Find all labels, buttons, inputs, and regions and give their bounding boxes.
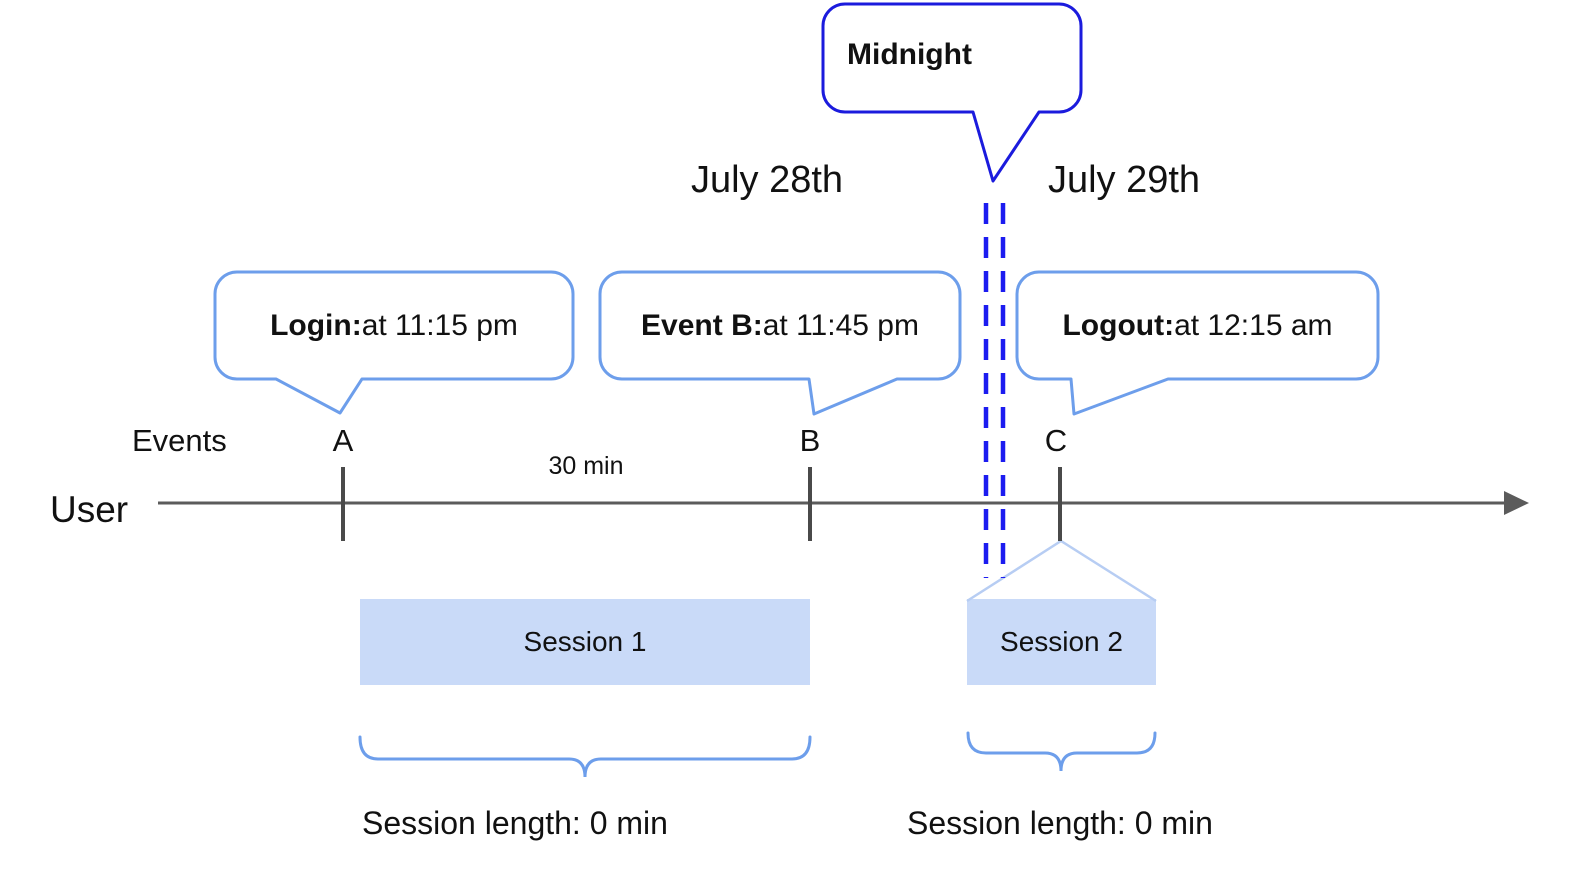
date-july-28-label: July 28th: [690, 159, 844, 201]
eventb-callout-bubble: [598, 270, 962, 416]
event-marker-c: C: [1044, 423, 1068, 458]
logout-callout-label: Logout: at 12:15 am: [1017, 272, 1378, 379]
logout-callout-label-rest: at 12:15 am: [1174, 308, 1333, 342]
user-label: User: [50, 489, 129, 530]
logout-callout-label-bold: Logout:: [1062, 308, 1175, 342]
events-label: Events: [132, 423, 227, 458]
session2-brace: [966, 731, 1157, 772]
midnight-label: Midnight: [847, 38, 972, 71]
login-callout-bubble: [213, 270, 575, 415]
interval-label: 30 min: [548, 452, 624, 480]
session2-label: Session 2: [1000, 626, 1123, 657]
session1-length-label: Session length: 0 min: [362, 805, 668, 841]
midnight-callout-bubble: [821, 2, 1083, 183]
eventb-callout-label-rest: at 11:45 pm: [762, 308, 919, 342]
login-callout-label: Login: at 11:15 pm: [215, 272, 573, 379]
event-marker-a: A: [332, 423, 354, 458]
session1-label: Session 1: [523, 626, 647, 657]
login-callout-label-rest: at 11:15 pm: [361, 308, 518, 342]
session2-connector-chevron: [966, 539, 1157, 603]
date-july-29-label: July 29th: [1047, 159, 1201, 201]
login-callout-label-bold: Login:: [270, 308, 362, 342]
timeline-arrowhead-icon: [1504, 491, 1529, 515]
session2-bar: [967, 599, 1156, 685]
event-marker-b: B: [799, 423, 821, 458]
eventb-callout-label-bold: Event B:: [641, 308, 763, 342]
session1-brace: [358, 735, 812, 778]
session2-length-label: Session length: 0 min: [907, 805, 1213, 841]
eventb-callout-label: Event B: at 11:45 pm: [600, 272, 960, 379]
session1-bar: [360, 599, 810, 685]
logout-callout-bubble: [1015, 270, 1380, 416]
